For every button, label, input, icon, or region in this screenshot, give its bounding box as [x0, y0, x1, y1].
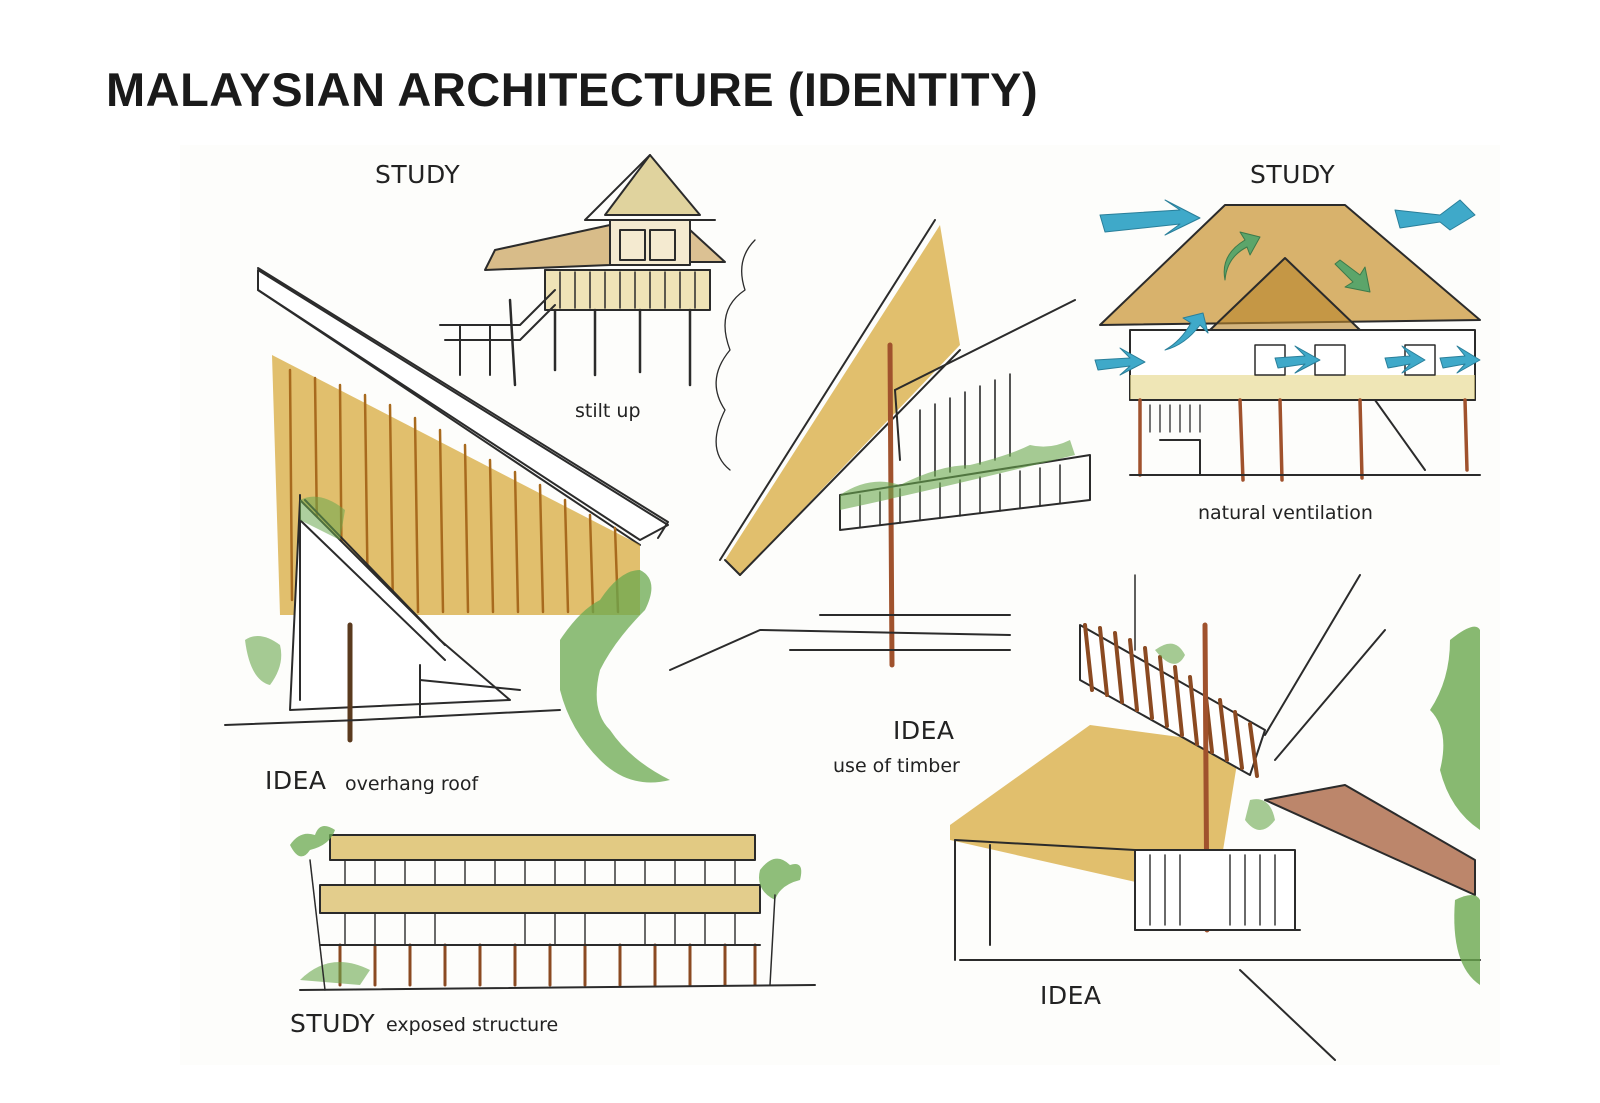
overhang-roof-sketch — [224, 267, 670, 783]
label-stilt-up: stilt up — [575, 400, 641, 422]
label-study-ventilation: STUDY — [1250, 160, 1336, 189]
stilt-house-sketch — [439, 154, 726, 387]
label-study-structure: STUDY — [290, 1009, 376, 1038]
label-idea-bottom-right: IDEA — [1040, 981, 1102, 1010]
label-overhang-roof: overhang roof — [345, 773, 479, 795]
label-natural-ventilation: natural ventilation — [1198, 502, 1373, 524]
label-idea-timber: IDEA — [893, 716, 955, 745]
exposed-structure-sketch — [290, 826, 816, 991]
ventilation-house-sketch — [1094, 199, 1481, 482]
page-title: MALAYSIAN ARCHITECTURE (IDENTITY) — [106, 63, 1039, 116]
label-use-of-timber: use of timber — [833, 755, 960, 777]
label-exposed-structure: exposed structure — [386, 1014, 559, 1036]
label-study-stilt: STUDY — [375, 160, 461, 189]
label-idea-overhang: IDEA — [265, 766, 327, 795]
timber-screen-sketch — [950, 574, 1481, 1061]
timber-facade-sketch — [669, 219, 1091, 671]
